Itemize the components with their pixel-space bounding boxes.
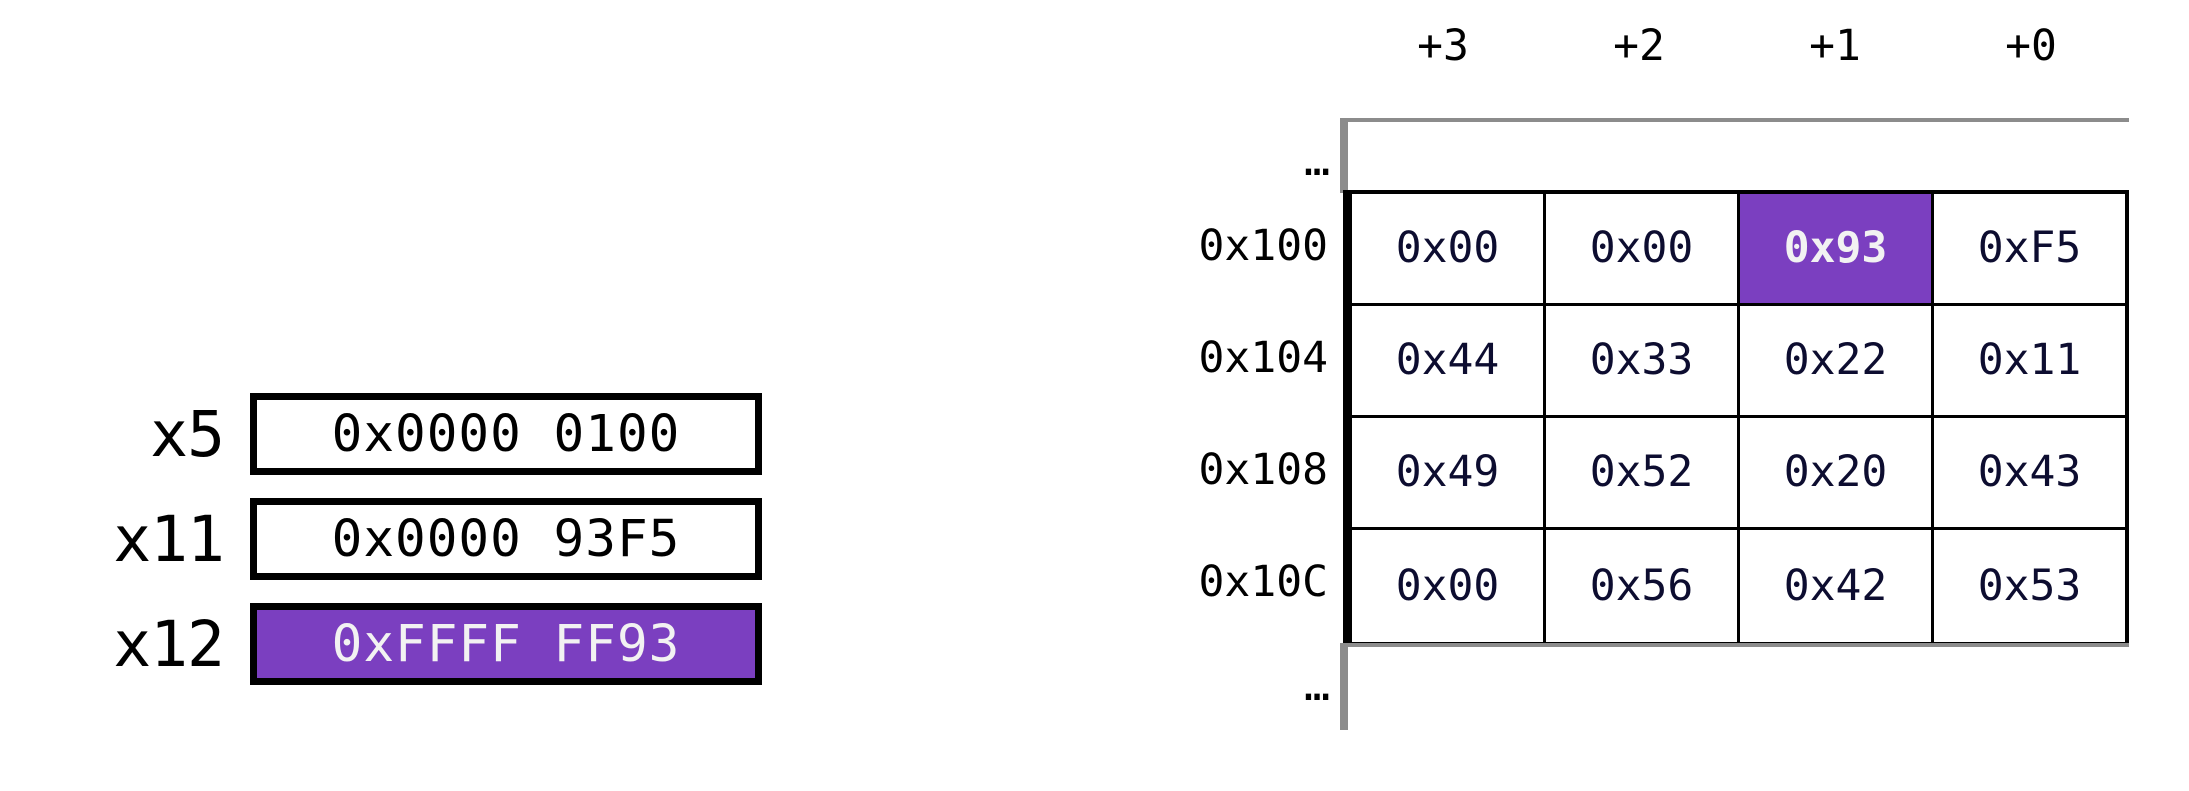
register-box-x12[interactable]: 0xFFFF FF93 bbox=[250, 603, 762, 685]
memory-cell-0x10B[interactable]: 0x49 bbox=[1352, 418, 1546, 527]
memory-address-label-0x108: 0x108 bbox=[1198, 445, 1328, 495]
memory-cell-0x103[interactable]: 0x00 bbox=[1352, 194, 1546, 303]
memory-cell-0x107[interactable]: 0x44 bbox=[1352, 306, 1546, 415]
memory-address-label-0x104: 0x104 bbox=[1198, 333, 1328, 383]
register-row: x11 0x0000 93F5 bbox=[70, 487, 770, 591]
register-value-x5: 0x0000 0100 bbox=[331, 404, 681, 464]
register-label-x11: x11 bbox=[113, 502, 225, 576]
memory-row: 0x49 0x52 0x20 0x43 bbox=[1352, 418, 2125, 530]
register-file-panel: x5 0x0000 0100 x11 0x0000 93F5 x12 0xFFF… bbox=[0, 0, 1090, 791]
memory-row: 0x00 0x56 0x42 0x53 bbox=[1352, 530, 2125, 642]
memory-cell-0x10A[interactable]: 0x52 bbox=[1546, 418, 1740, 527]
memory-cell-0x10C[interactable]: 0x53 bbox=[1934, 530, 2125, 642]
memory-table-panel: +3 +2 +1 +0 … 0x100 0x104 0x108 0x10C 0x… bbox=[1090, 0, 2189, 791]
register-box-x11[interactable]: 0x0000 93F5 bbox=[250, 498, 762, 580]
memory-cell-0x106[interactable]: 0x33 bbox=[1546, 306, 1740, 415]
memory-cell-0x102[interactable]: 0x00 bbox=[1546, 194, 1740, 303]
register-value-x12: 0xFFFF FF93 bbox=[331, 614, 681, 674]
column-header-plus0: +0 bbox=[2005, 21, 2057, 71]
register-label-x5: x5 bbox=[150, 397, 225, 471]
register-row: x5 0x0000 0100 bbox=[70, 382, 770, 486]
memory-cell-0x109[interactable]: 0x20 bbox=[1740, 418, 1934, 527]
column-header-plus3: +3 bbox=[1417, 21, 1469, 71]
memory-grid: 0x00 0x00 0x93 0xF5 0x44 0x33 0x22 0x11 … bbox=[1343, 190, 2129, 644]
register-row: x12 0xFFFF FF93 bbox=[70, 592, 770, 696]
memory-ellipsis-below: … bbox=[1304, 661, 1330, 711]
memory-row: 0x44 0x33 0x22 0x11 bbox=[1352, 306, 2125, 418]
memory-cell-0x10E[interactable]: 0x56 bbox=[1546, 530, 1740, 642]
memory-cell-0x104[interactable]: 0x11 bbox=[1934, 306, 2125, 415]
memory-continuation-bottom-edge bbox=[1340, 645, 1348, 730]
column-header-plus1: +1 bbox=[1809, 21, 1861, 71]
memory-address-label-0x100: 0x100 bbox=[1198, 221, 1328, 271]
memory-continuation-top-line bbox=[1340, 118, 2129, 122]
memory-continuation-bottom-line bbox=[1340, 643, 2129, 647]
register-label-x12: x12 bbox=[113, 607, 225, 681]
memory-column-headers: +3 +2 +1 +0 bbox=[1345, 18, 2129, 74]
column-header-plus2: +2 bbox=[1613, 21, 1665, 71]
memory-cell-0x101[interactable]: 0x93 bbox=[1740, 194, 1934, 303]
memory-cell-0x10D[interactable]: 0x42 bbox=[1740, 530, 1934, 642]
register-value-x11: 0x0000 93F5 bbox=[331, 509, 681, 569]
memory-ellipsis-above: … bbox=[1304, 136, 1330, 186]
memory-row: 0x00 0x00 0x93 0xF5 bbox=[1352, 194, 2125, 306]
memory-cell-0x10F[interactable]: 0x00 bbox=[1352, 530, 1546, 642]
memory-cell-0x105[interactable]: 0x22 bbox=[1740, 306, 1934, 415]
register-box-x5[interactable]: 0x0000 0100 bbox=[250, 393, 762, 475]
memory-cell-0x100[interactable]: 0xF5 bbox=[1934, 194, 2125, 303]
memory-address-label-0x10C: 0x10C bbox=[1198, 557, 1328, 607]
memory-cell-0x108[interactable]: 0x43 bbox=[1934, 418, 2125, 527]
memory-continuation-top-edge bbox=[1340, 118, 1348, 193]
